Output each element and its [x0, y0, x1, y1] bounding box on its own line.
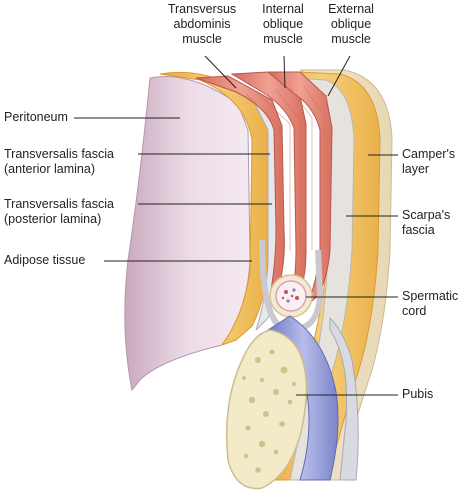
label-pubis: Pubis: [402, 387, 434, 401]
label-transversus-abdominis: Transversus abdominis muscle: [167, 2, 237, 46]
label-adipose-tissue: Adipose tissue: [4, 253, 86, 267]
label-transversalis-anterior: Transversalis fascia (anterior lamina): [4, 147, 114, 176]
label-campers-layer: Camper's layer: [402, 147, 456, 176]
label-transversalis-posterior: Transversalis fascia (posterior lamina): [4, 197, 114, 226]
label-peritoneum: Peritoneum: [4, 110, 68, 124]
muscle-fibres: [245, 85, 325, 250]
label-scarpas-fascia: Scarpa's fascia: [402, 208, 451, 237]
pubis-bone: [225, 329, 308, 490]
leader-lines: [74, 55, 398, 396]
label-internal-oblique: Internal oblique muscle: [262, 2, 304, 46]
leader-internal-oblique: [283, 55, 286, 89]
leader-transversus: [204, 55, 237, 89]
label-spermatic-cord: Spermatic cord: [402, 289, 459, 318]
external-oblique-block: [266, 71, 333, 306]
spermatic-cord: [269, 274, 313, 318]
label-external-oblique: External oblique muscle: [328, 2, 374, 46]
leader-external-oblique: [327, 55, 351, 97]
peritoneum-region: [124, 75, 251, 392]
pubic-fascia: [329, 316, 359, 481]
